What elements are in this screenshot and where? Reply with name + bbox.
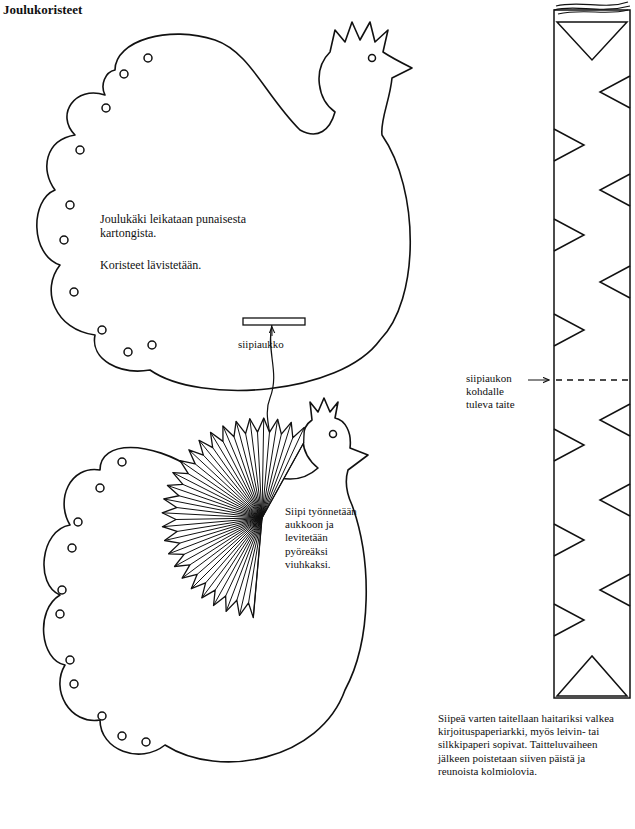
instruction-text: Koristeet lävistetään. <box>100 258 210 272</box>
instruction-text: Siipi työnnetään aukkoon ja levitetään p… <box>285 505 361 571</box>
leader-arrow <box>528 380 549 381</box>
fold-line <box>556 379 629 380</box>
note-text: Siipeä varten taitellaan haitariksi valk… <box>438 712 628 778</box>
part-label: siipiaukon kohdalle tuleva taite <box>466 372 524 412</box>
leader-arrow <box>272 327 273 336</box>
folded-strip <box>554 2 630 698</box>
page-title: Joulukoristeet <box>3 2 82 18</box>
part-label: siipiaukko <box>238 338 318 351</box>
instruction-text: Joulukäki leikataan punaisesta kartongis… <box>100 212 250 241</box>
hen-figure: Siipi työnnetään aukkoon ja levitetään p… <box>30 390 380 782</box>
hen-figure: Joulukäki leikataan punaisesta kartongis… <box>25 0 430 405</box>
hen-outline <box>25 0 430 405</box>
hen-outline <box>30 390 380 782</box>
